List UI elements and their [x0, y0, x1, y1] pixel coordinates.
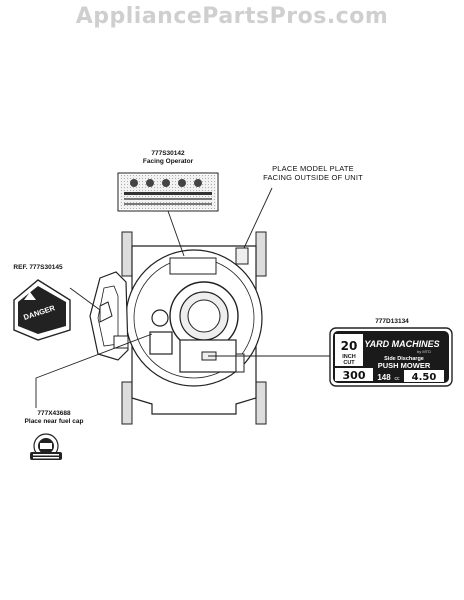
danger-decal-ref-label: REF. 777S30145	[13, 264, 63, 271]
watermark-text: AppliancePartsPros.com	[75, 4, 389, 29]
model-plate-location	[235, 247, 249, 265]
facing-operator-label: 777S30142 Facing Operator	[128, 150, 208, 166]
facing-operator-decal	[117, 172, 219, 212]
fuel-cap	[151, 309, 169, 327]
leader-fuel-cap	[35, 333, 153, 408]
fuel-cap-decal	[30, 433, 62, 460]
model-plate-line1: PLACE MODEL PLATE	[272, 164, 354, 173]
leader-model-plate	[243, 187, 273, 249]
model-decal-discharge: Side Discharge	[384, 356, 424, 362]
model-decal-size: 20	[341, 339, 358, 353]
deck-decal-location	[169, 257, 217, 275]
model-decal-brand: YARD MACHINES	[364, 339, 439, 349]
model-decal-part-number: 777D13134	[375, 318, 409, 325]
model-decal: 20 INCH CUT YARD MACHINES by MTD Side Di…	[329, 327, 453, 387]
model-plate-line2: FACING OUTSIDE OF UNIT	[263, 173, 363, 182]
front-right-wheel	[255, 381, 267, 425]
leader-danger-decal	[69, 287, 101, 311]
fuel-cap-note: Place near fuel cap	[24, 418, 84, 425]
model-decal-cut: CUT	[343, 360, 355, 366]
leader-facing-operator	[167, 210, 185, 257]
model-decal-torque: 4.50	[412, 372, 437, 383]
rear-right-wheel	[255, 231, 267, 277]
fuel-cap-part-number: 777X43688	[37, 410, 71, 417]
model-plate-label: PLACE MODEL PLATE FACING OUTSIDE OF UNIT	[248, 164, 378, 182]
rear-left-wheel	[121, 231, 133, 277]
fuel-cap-label: 777X43688 Place near fuel cap	[18, 410, 90, 426]
model-decal-cc-unit: cc	[395, 376, 401, 382]
chute-decal-location	[99, 301, 113, 323]
model-decal-model-number: 300	[343, 369, 366, 382]
danger-decal: DANGER	[13, 279, 71, 341]
model-decal-brand-sub: by MTD	[417, 349, 431, 354]
facing-operator-note: Facing Operator	[142, 158, 194, 165]
front-left-wheel	[121, 381, 133, 425]
model-decal-inch: INCH	[342, 354, 355, 360]
engine	[149, 281, 245, 373]
model-decal-type: PUSH MOWER	[378, 361, 431, 370]
model-decal-cc: 148	[377, 373, 391, 382]
facing-operator-part-number: 777S30142	[151, 150, 185, 157]
discharge-chute	[89, 271, 129, 361]
